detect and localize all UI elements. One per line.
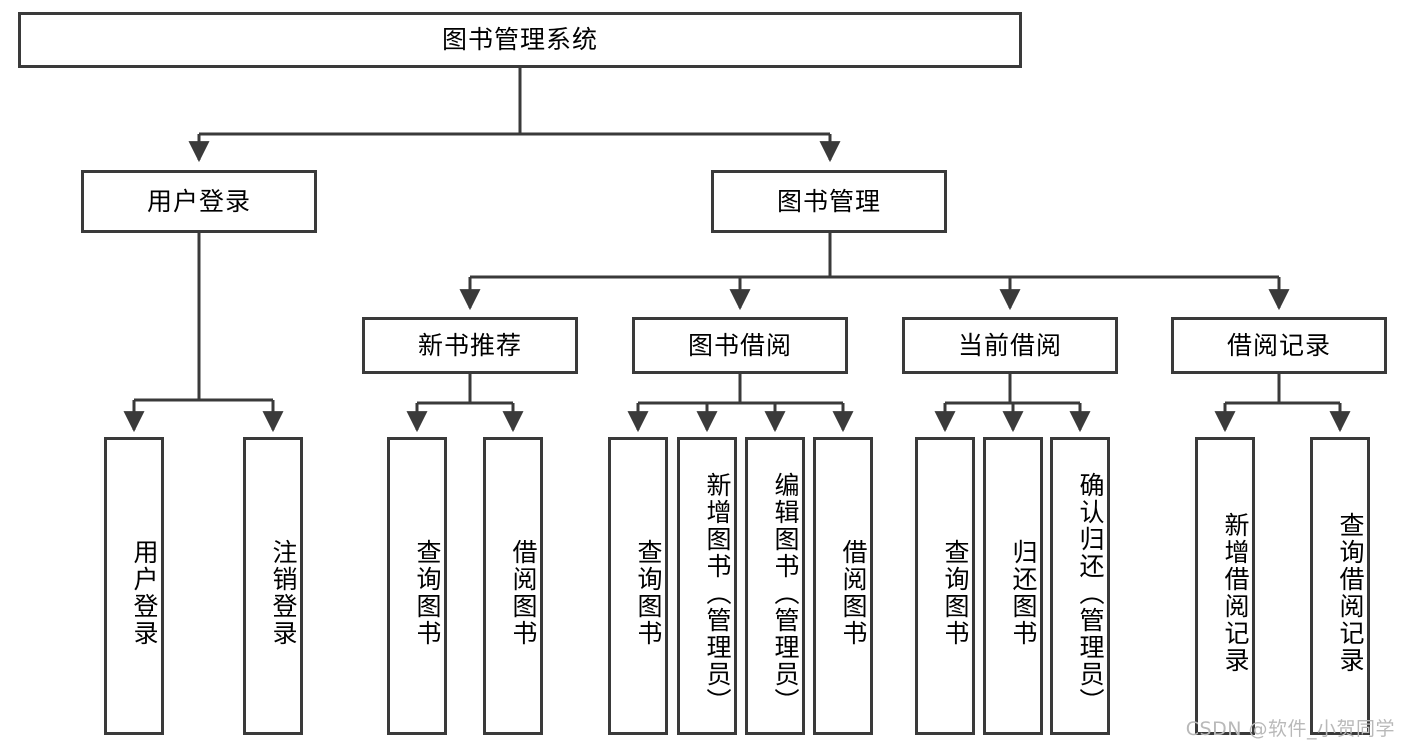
leaf-new-book-query-book[interactable]: 查询图书 <box>387 437 447 735</box>
leaf-book-borrow-borrow-book[interactable]: 借阅图书 <box>813 437 873 735</box>
node-book-management[interactable]: 图书管理 <box>711 170 947 233</box>
node-label: 图书管理系统 <box>441 25 598 55</box>
node-label: 用户登录 <box>146 186 251 216</box>
node-root-book-management-system[interactable]: 图书管理系统 <box>18 12 1022 68</box>
leaf-book-borrow-add-book-admin[interactable]: 新增图书（管理员） <box>677 437 737 735</box>
node-label: 查询借阅记录 <box>1336 512 1365 674</box>
node-new-book-recommend[interactable]: 新书推荐 <box>362 317 578 374</box>
leaf-current-borrow-confirm-return-admin[interactable]: 确认归还（管理员） <box>1050 437 1110 735</box>
leaf-user-login-login[interactable]: 用户登录 <box>104 437 164 735</box>
node-borrow-records[interactable]: 借阅记录 <box>1171 317 1387 374</box>
node-current-borrow[interactable]: 当前借阅 <box>902 317 1118 374</box>
node-book-borrow[interactable]: 图书借阅 <box>632 317 848 374</box>
node-label: 查询图书 <box>634 539 663 647</box>
leaf-borrow-records-add-record[interactable]: 新增借阅记录 <box>1195 437 1255 735</box>
node-label: 借阅记录 <box>1226 330 1331 360</box>
leaf-book-borrow-query-book[interactable]: 查询图书 <box>608 437 668 735</box>
node-label: 查询图书 <box>413 539 442 647</box>
leaf-current-borrow-query-book[interactable]: 查询图书 <box>915 437 975 735</box>
node-label: 注销登录 <box>269 539 298 647</box>
node-label: 新增图书（管理员） <box>703 471 732 715</box>
node-label: 图书借阅 <box>687 330 792 360</box>
node-label: 归还图书 <box>1009 539 1038 647</box>
node-label: 编辑图书（管理员） <box>771 471 800 715</box>
node-label: 用户登录 <box>130 539 159 647</box>
node-label: 确认归还（管理员） <box>1076 471 1105 715</box>
node-label: 查询图书 <box>941 539 970 647</box>
leaf-borrow-records-query-record[interactable]: 查询借阅记录 <box>1310 437 1370 735</box>
node-label: 借阅图书 <box>509 539 538 647</box>
leaf-book-borrow-edit-book-admin[interactable]: 编辑图书（管理员） <box>745 437 805 735</box>
node-label: 图书管理 <box>776 186 881 216</box>
node-label: 新增借阅记录 <box>1221 512 1250 674</box>
leaf-user-login-logout[interactable]: 注销登录 <box>243 437 303 735</box>
leaf-new-book-borrow-book[interactable]: 借阅图书 <box>483 437 543 735</box>
node-label: 借阅图书 <box>839 539 868 647</box>
leaf-current-borrow-return-book[interactable]: 归还图书 <box>983 437 1043 735</box>
node-user-login[interactable]: 用户登录 <box>81 170 317 233</box>
node-label: 新书推荐 <box>417 330 522 360</box>
node-label: 当前借阅 <box>957 330 1062 360</box>
